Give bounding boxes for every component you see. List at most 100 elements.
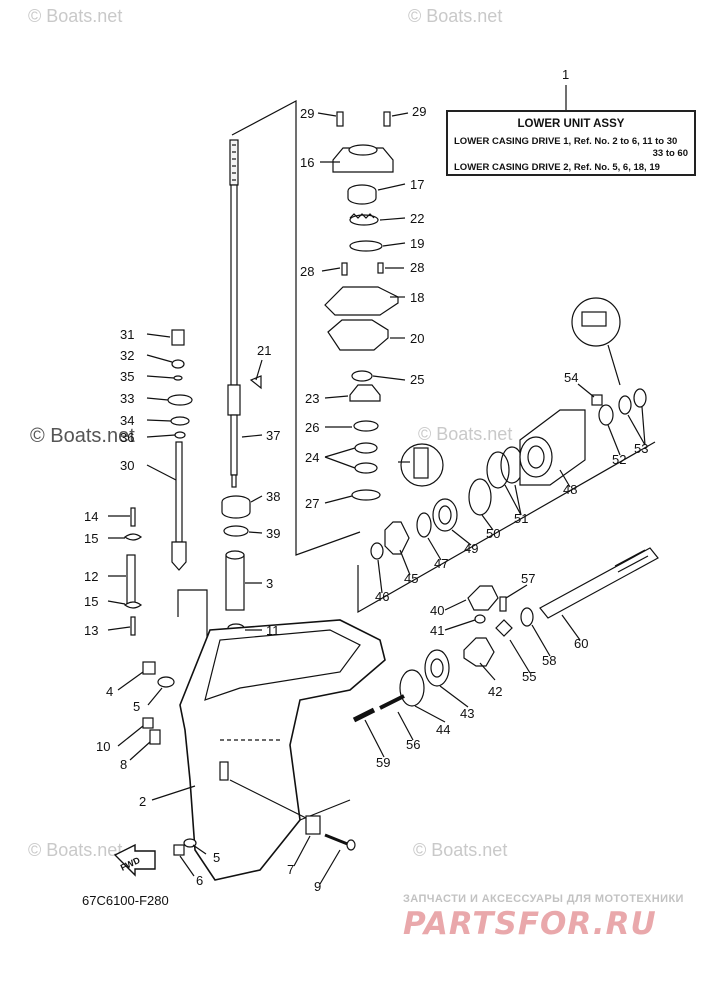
callout-15-bottom: 15 bbox=[84, 594, 98, 609]
callout-53: 53 bbox=[634, 441, 648, 456]
callout-13: 13 bbox=[84, 623, 98, 638]
shift-rod-30 bbox=[175, 441, 183, 543]
washer-36 bbox=[174, 431, 186, 439]
callout-29-right: 29 bbox=[412, 104, 426, 119]
legend-line-2: 33 to 60 bbox=[652, 148, 688, 159]
o-ring-51a bbox=[486, 451, 510, 489]
callout-35: 35 bbox=[120, 369, 134, 384]
callout-16: 16 bbox=[300, 155, 314, 170]
oil-seal-24b bbox=[354, 462, 378, 474]
circlip-35 bbox=[173, 375, 183, 381]
callout-36: 36 bbox=[120, 430, 134, 445]
callout-50: 50 bbox=[486, 526, 500, 541]
callout-52: 52 bbox=[612, 452, 626, 467]
callout-8: 8 bbox=[120, 757, 127, 772]
callout-39: 39 bbox=[266, 526, 280, 541]
callout-43: 43 bbox=[460, 706, 474, 721]
figure-id: 67C6100-F280 bbox=[82, 893, 169, 908]
callout-40: 40 bbox=[430, 603, 444, 618]
callout-11: 11 bbox=[266, 623, 280, 638]
callout-57: 57 bbox=[521, 571, 535, 586]
callout-2: 2 bbox=[139, 794, 146, 809]
shim-46 bbox=[370, 542, 384, 560]
brand-logo: PARTSFOR.RU bbox=[403, 906, 657, 942]
callout-15-top: 15 bbox=[84, 531, 98, 546]
anode-8 bbox=[149, 729, 161, 745]
legend-box: LOWER UNIT ASSY LOWER CASING DRIVE 1, Re… bbox=[446, 110, 696, 176]
callout-31: 31 bbox=[120, 327, 134, 342]
bearing-43 bbox=[424, 649, 450, 687]
callout-42: 42 bbox=[488, 684, 502, 699]
callout-37: 37 bbox=[266, 428, 280, 443]
callout-27: 27 bbox=[305, 496, 319, 511]
watermark-middle-left: © Boats.net bbox=[30, 425, 135, 447]
nut-32 bbox=[171, 359, 185, 369]
callout-3: 3 bbox=[266, 576, 273, 591]
brand-tagline: ЗАПЧАСТИ И АКСЕССУАРЫ ДЛЯ МОТОТЕХНИКИ bbox=[403, 893, 684, 905]
outer-plate bbox=[324, 286, 399, 316]
drive-shaft-spline bbox=[229, 139, 239, 186]
nut-41 bbox=[474, 614, 486, 624]
callout-20: 20 bbox=[410, 331, 424, 346]
clip-15-top bbox=[123, 533, 143, 541]
callout-22: 22 bbox=[410, 211, 424, 226]
callout-38: 38 bbox=[266, 489, 280, 504]
bolt-29-left bbox=[336, 111, 344, 127]
forward-gear-45 bbox=[384, 521, 410, 555]
callout-54: 54 bbox=[564, 370, 578, 385]
callout-45: 45 bbox=[404, 571, 418, 586]
callout-32: 32 bbox=[120, 348, 134, 363]
callout-25: 25 bbox=[410, 372, 424, 387]
pump-housing bbox=[332, 147, 394, 173]
callout-46: 46 bbox=[375, 589, 389, 604]
callout-55: 55 bbox=[522, 669, 536, 684]
callout-1: 1 bbox=[562, 67, 569, 82]
frame-line-right bbox=[357, 441, 656, 614]
gasket-27 bbox=[351, 489, 381, 501]
reverse-gear-42 bbox=[463, 637, 495, 667]
screw-14 bbox=[130, 507, 136, 527]
seal-housing bbox=[349, 384, 381, 402]
oil-seal-53b bbox=[633, 388, 647, 408]
trim-tab-7 bbox=[305, 815, 321, 835]
shim-47 bbox=[416, 512, 432, 538]
callout-44: 44 bbox=[436, 722, 450, 737]
legend-line-1: LOWER CASING DRIVE 1, Ref. No. 2 to 6, 1… bbox=[454, 136, 678, 147]
bolt-9 bbox=[346, 839, 356, 851]
bearing-49 bbox=[432, 498, 458, 532]
bearing-52 bbox=[598, 404, 614, 426]
propeller-shaft-60 bbox=[539, 547, 659, 619]
seal-39 bbox=[223, 525, 249, 537]
drive-shaft-collar bbox=[227, 384, 241, 416]
callout-21: 21 bbox=[257, 343, 271, 358]
o-ring-19 bbox=[349, 240, 383, 252]
o-ring-34 bbox=[170, 416, 190, 426]
plug-6 bbox=[173, 844, 185, 856]
callout-14: 14 bbox=[84, 509, 98, 524]
callout-58: 58 bbox=[542, 653, 556, 668]
callout-9: 9 bbox=[314, 879, 321, 894]
pin-57 bbox=[499, 596, 507, 612]
fwd-arrow bbox=[113, 843, 156, 877]
plug-4 bbox=[142, 661, 156, 675]
callout-6: 6 bbox=[196, 873, 203, 888]
callout-28-right: 28 bbox=[410, 260, 424, 275]
dowel-pin-right bbox=[377, 262, 384, 274]
frame-line-upper bbox=[231, 100, 361, 556]
clip-15-bottom bbox=[123, 601, 143, 609]
plunger-59 bbox=[352, 707, 376, 723]
callout-24: 24 bbox=[305, 450, 319, 465]
watermark-bottom-right: © Boats.net bbox=[413, 840, 508, 860]
callout-30: 30 bbox=[120, 458, 134, 473]
callout-48: 48 bbox=[563, 482, 577, 497]
pump-gasket bbox=[327, 319, 389, 351]
shim-44 bbox=[399, 669, 425, 707]
pin-12 bbox=[126, 554, 136, 606]
shift-rod-boot-33 bbox=[167, 394, 193, 406]
bolt-54 bbox=[591, 394, 603, 406]
callout-49: 49 bbox=[464, 541, 478, 556]
drive-shaft bbox=[230, 184, 238, 386]
oil-seal-25 bbox=[351, 370, 373, 382]
